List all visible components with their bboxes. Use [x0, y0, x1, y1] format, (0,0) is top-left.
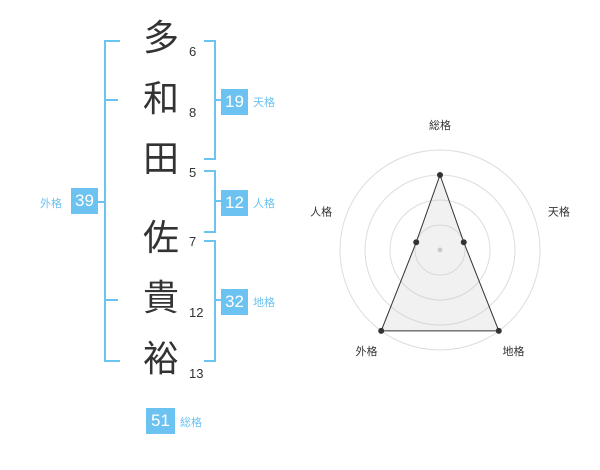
radar-axis-label-1: 総格 [429, 118, 451, 132]
radar-point-4 [378, 327, 385, 334]
radar-point-2 [460, 239, 467, 246]
stroke-count-1: 6 [189, 44, 197, 59]
jinkaku-value: 12 [221, 190, 248, 216]
stroke-count-2: 8 [189, 105, 197, 120]
chikaku-bracket [204, 240, 216, 362]
jinkaku-label: 人格 [253, 197, 275, 210]
jinkaku-connector [214, 200, 222, 202]
radar-axis-label-5: 人格 [310, 204, 332, 218]
gaikaku-tick-bottom [106, 299, 118, 301]
gaikaku-connector [98, 201, 106, 203]
gaikaku-tick-top [106, 99, 118, 101]
stroke-count-4: 7 [189, 234, 197, 249]
radar-point-1 [437, 172, 443, 178]
radar-axis-label-2: 天格 [548, 204, 570, 218]
radar-ring-2 [389, 199, 491, 301]
radar-point-3 [495, 327, 502, 334]
radar-point-5 [413, 239, 420, 246]
chikaku-value: 32 [221, 289, 248, 315]
soukaku-label: 総格 [180, 416, 202, 429]
name-char-5: 貴 [142, 278, 179, 319]
name-char-3: 田 [142, 139, 179, 180]
chikaku-label: 地格 [253, 296, 275, 309]
soukaku-value: 51 [146, 408, 175, 434]
tenkaku-value: 19 [221, 89, 248, 115]
radar-center [437, 247, 443, 253]
gaikaku-label: 外格 [40, 197, 62, 210]
stroke-count-6: 13 [189, 366, 204, 381]
name-char-2: 和 [142, 79, 179, 120]
name-char-6: 裕 [142, 339, 179, 380]
radar-ring-1 [414, 224, 466, 276]
radar-axis-label-4: 外格 [356, 344, 378, 358]
tenkaku-label: 天格 [253, 96, 275, 109]
stroke-count-5: 12 [189, 305, 204, 320]
radar-axis-label-3: 地格 [503, 344, 525, 358]
name-char-4: 佐 [142, 218, 179, 259]
name-char-1: 多 [142, 18, 179, 59]
chikaku-connector [214, 299, 222, 301]
stroke-count-3: 5 [189, 165, 197, 180]
radar-polygon [380, 173, 500, 332]
gaikaku-value: 39 [71, 188, 98, 214]
tenkaku-connector [214, 99, 222, 101]
